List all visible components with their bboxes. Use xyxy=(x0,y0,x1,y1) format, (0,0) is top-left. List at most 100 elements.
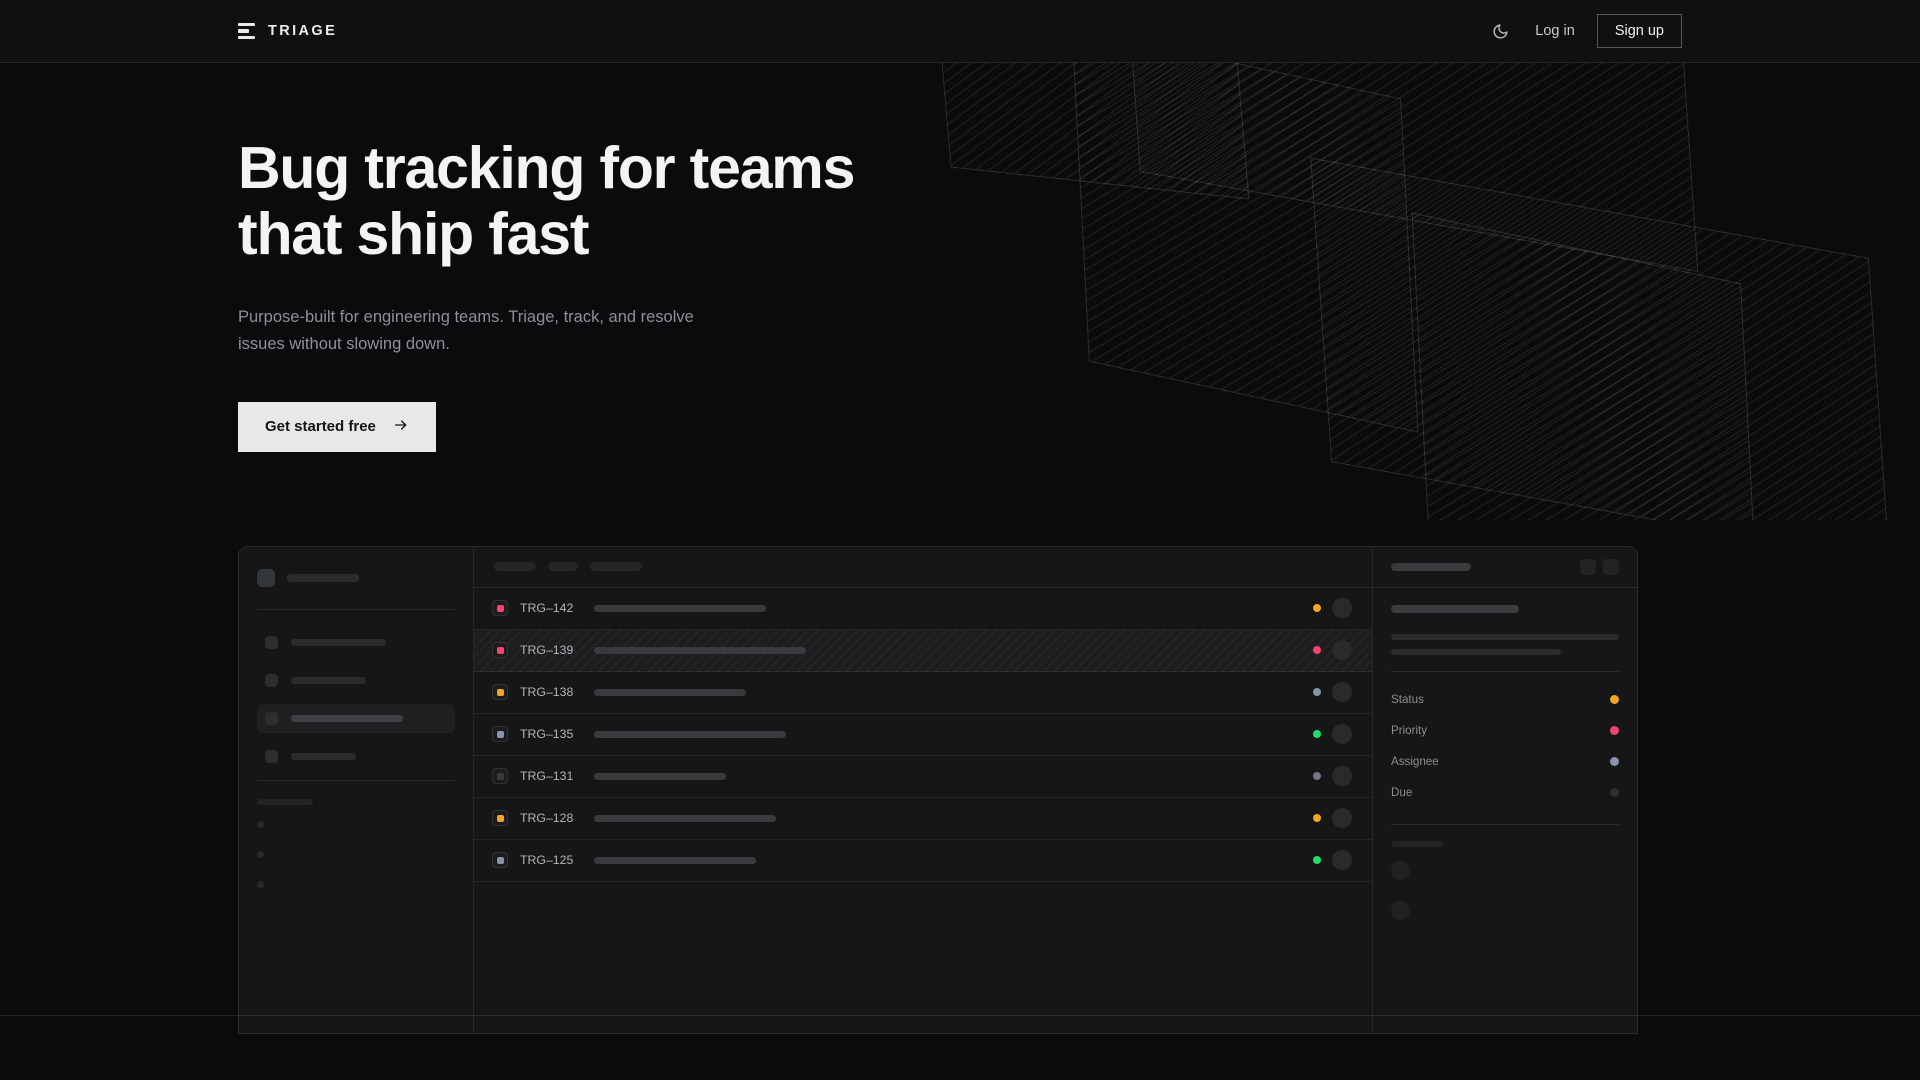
table-row[interactable]: TRG–139 xyxy=(474,629,1372,672)
cta-label: Get started free xyxy=(265,418,376,436)
sidebar-item-icon xyxy=(265,711,278,725)
status-dot xyxy=(1313,646,1321,655)
issue-list-toolbar xyxy=(474,547,1372,588)
issue-id: TRG–139 xyxy=(520,643,574,658)
issue-id: TRG–131 xyxy=(520,769,574,784)
hero-subtext: Purpose-built for engineering teams. Tri… xyxy=(238,308,694,353)
detail-panel-header xyxy=(1373,547,1637,588)
issue-title-placeholder xyxy=(594,688,746,696)
detail-action-button-2[interactable] xyxy=(1603,558,1619,575)
detail-description-line-0 xyxy=(1391,633,1619,640)
heading-line-2: that ship fast xyxy=(238,201,590,268)
sidebar-workspace[interactable] xyxy=(257,568,455,587)
detail-field-assignee[interactable]: Assignee xyxy=(1391,746,1619,777)
priority-badge-icon xyxy=(492,726,508,743)
table-row[interactable]: TRG–142 xyxy=(474,588,1372,630)
priority-badge-icon xyxy=(492,852,508,869)
sidebar-item-label xyxy=(291,676,366,684)
priority-badge-icon xyxy=(492,642,508,659)
avatar[interactable] xyxy=(1332,682,1352,703)
sidebar-item-3[interactable] xyxy=(257,742,455,771)
issue-id: TRG–125 xyxy=(520,853,574,868)
issue-title-placeholder xyxy=(594,604,766,612)
brand-logo[interactable]: TRIAGE xyxy=(238,22,338,40)
avatar[interactable] xyxy=(1332,808,1352,829)
heading-line-1: Bug tracking for teams xyxy=(238,135,855,201)
detail-issue-title-placeholder xyxy=(1391,604,1519,613)
priority-badge-icon xyxy=(492,600,508,617)
page-title: Bug tracking for teams that ship fast xyxy=(238,135,958,267)
detail-field-due[interactable]: Due xyxy=(1391,777,1619,808)
status-dot xyxy=(1313,604,1321,613)
avatar[interactable] xyxy=(1332,640,1352,661)
sidebar-item-label xyxy=(291,638,386,646)
avatar[interactable] xyxy=(1332,724,1352,745)
workspace-avatar xyxy=(257,568,275,587)
detail-activity-label xyxy=(1391,840,1443,847)
table-row[interactable]: TRG–131 xyxy=(474,756,1372,798)
sidebar-mini-item-0[interactable] xyxy=(257,820,264,828)
table-row[interactable]: TRG–128 xyxy=(474,798,1372,840)
detail-field-value-dot xyxy=(1610,694,1619,704)
detail-field-priority[interactable]: Priority xyxy=(1391,715,1619,746)
sidebar-item-label xyxy=(291,714,403,722)
status-dot xyxy=(1313,688,1321,697)
issue-id: TRG–135 xyxy=(520,727,574,742)
row-meta xyxy=(1313,724,1352,745)
sidebar-mini-item-1[interactable] xyxy=(257,850,264,858)
row-meta xyxy=(1313,766,1352,787)
row-meta xyxy=(1313,640,1352,661)
issue-title-placeholder xyxy=(594,772,726,780)
detail-field-value-dot xyxy=(1610,725,1619,735)
list-filter-chip-2[interactable] xyxy=(590,562,642,572)
sidebar-item-icon xyxy=(265,749,278,763)
table-row[interactable]: TRG–125 xyxy=(474,840,1372,882)
sidebar-section-label xyxy=(257,798,313,805)
sidebar-item-label xyxy=(291,752,356,760)
list-filter-chip-0[interactable] xyxy=(494,562,536,572)
issue-title-placeholder xyxy=(594,856,756,864)
avatar[interactable] xyxy=(1332,598,1352,619)
detail-activity-avatars xyxy=(1391,860,1619,920)
sidebar-item-1[interactable] xyxy=(257,666,455,695)
detail-field-label: Assignee xyxy=(1391,754,1439,768)
activity-avatar-1[interactable] xyxy=(1391,900,1410,920)
avatar[interactable] xyxy=(1332,850,1352,871)
activity-avatar-0[interactable] xyxy=(1391,860,1410,880)
mockup-sidebar xyxy=(239,546,474,1033)
brand-name: TRIAGE xyxy=(268,23,338,39)
detail-header-title-placeholder xyxy=(1391,562,1471,571)
detail-action-button-1[interactable] xyxy=(1580,558,1596,575)
detail-field-status[interactable]: Status xyxy=(1391,684,1619,715)
avatar[interactable] xyxy=(1332,766,1352,787)
issue-id: TRG–142 xyxy=(520,601,574,616)
nav-actions: Log in Sign up xyxy=(1487,14,1682,48)
login-link[interactable]: Log in xyxy=(1535,23,1575,39)
sidebar-item-2[interactable] xyxy=(257,703,455,733)
sidebar-mini-dot-list xyxy=(257,820,455,888)
priority-badge-icon xyxy=(492,684,508,701)
sidebar-divider-bottom xyxy=(257,779,455,781)
detail-field-value-dot xyxy=(1610,756,1619,766)
detail-header-buttons xyxy=(1580,558,1619,575)
get-started-button[interactable]: Get started free xyxy=(238,401,436,452)
signup-button[interactable]: Sign up xyxy=(1596,14,1682,48)
table-row[interactable]: TRG–138 xyxy=(474,672,1372,714)
row-meta xyxy=(1313,808,1352,829)
table-row[interactable]: TRG–135 xyxy=(474,714,1372,756)
sidebar-mini-item-2[interactable] xyxy=(257,880,264,888)
sidebar-item-0[interactable] xyxy=(257,628,455,657)
sidebar-item-icon xyxy=(265,635,278,649)
page-bottom-divider xyxy=(0,1015,1920,1016)
issue-title-placeholder xyxy=(594,814,776,822)
list-filter-chip-1[interactable] xyxy=(548,562,578,572)
status-dot xyxy=(1313,814,1321,823)
row-meta xyxy=(1313,598,1352,619)
detail-description-placeholder xyxy=(1391,633,1619,655)
moon-icon[interactable] xyxy=(1487,18,1513,44)
